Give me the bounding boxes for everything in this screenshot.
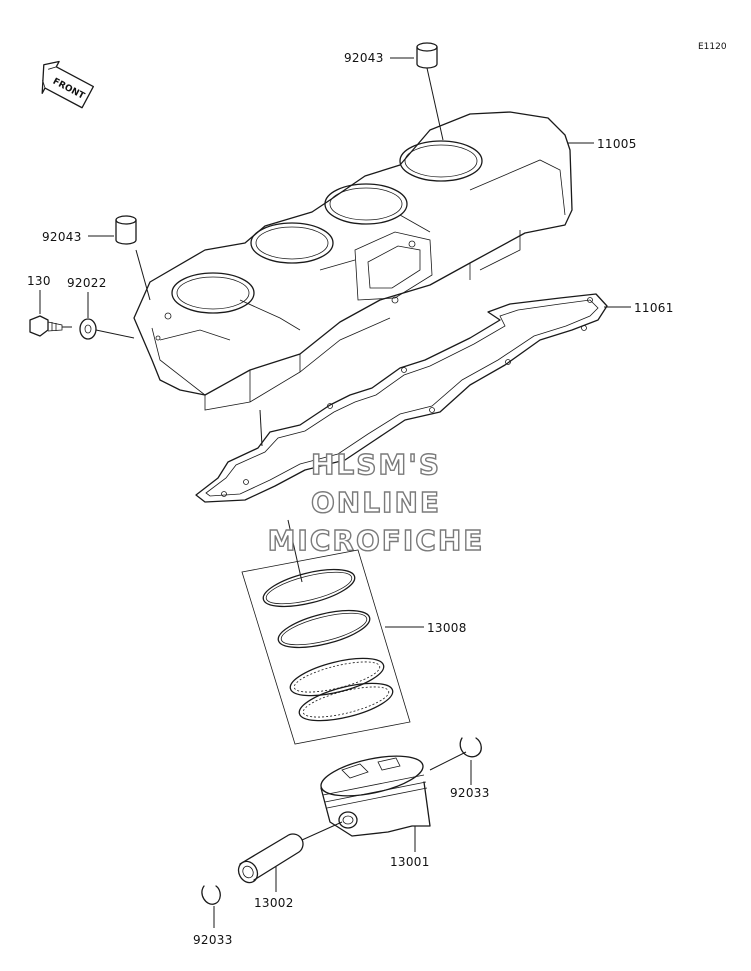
callout-92033-bottom: 92033 <box>193 933 233 947</box>
piston-pin <box>237 833 304 892</box>
piston <box>301 755 431 852</box>
callout-13008: 13008 <box>427 621 467 635</box>
callout-11061: 11061 <box>634 301 674 315</box>
callout-13002: 13002 <box>254 896 294 910</box>
watermark: HLSM'S ONLINE MICROFICHE <box>267 447 485 557</box>
washer <box>79 318 97 340</box>
callout-92033-right: 92033 <box>450 786 490 800</box>
callout-92043-top: 92043 <box>344 51 384 65</box>
circlip-right <box>459 737 482 758</box>
callout-130: 130 <box>27 274 51 288</box>
callout-92043-left: 92043 <box>42 230 82 244</box>
piston-ring-set <box>241 549 411 745</box>
watermark-line-1: HLSM'S <box>311 448 441 481</box>
bolt <box>29 315 63 337</box>
callout-11005: 11005 <box>597 137 637 151</box>
cylinder-base-gasket <box>195 293 608 583</box>
watermark-line-2: ONLINE <box>311 486 441 519</box>
dowel-pin-left <box>115 215 151 301</box>
callout-13001: 13001 <box>390 855 430 869</box>
front-direction-arrow-icon: FRONT <box>41 60 95 109</box>
cylinder-block <box>133 111 573 447</box>
watermark-line-3: MICROFICHE <box>268 524 485 557</box>
circlip-bottom <box>201 885 221 928</box>
diagram-code: E1120 <box>698 42 727 52</box>
callout-92022: 92022 <box>67 276 107 290</box>
dowel-pin-top <box>416 42 444 141</box>
